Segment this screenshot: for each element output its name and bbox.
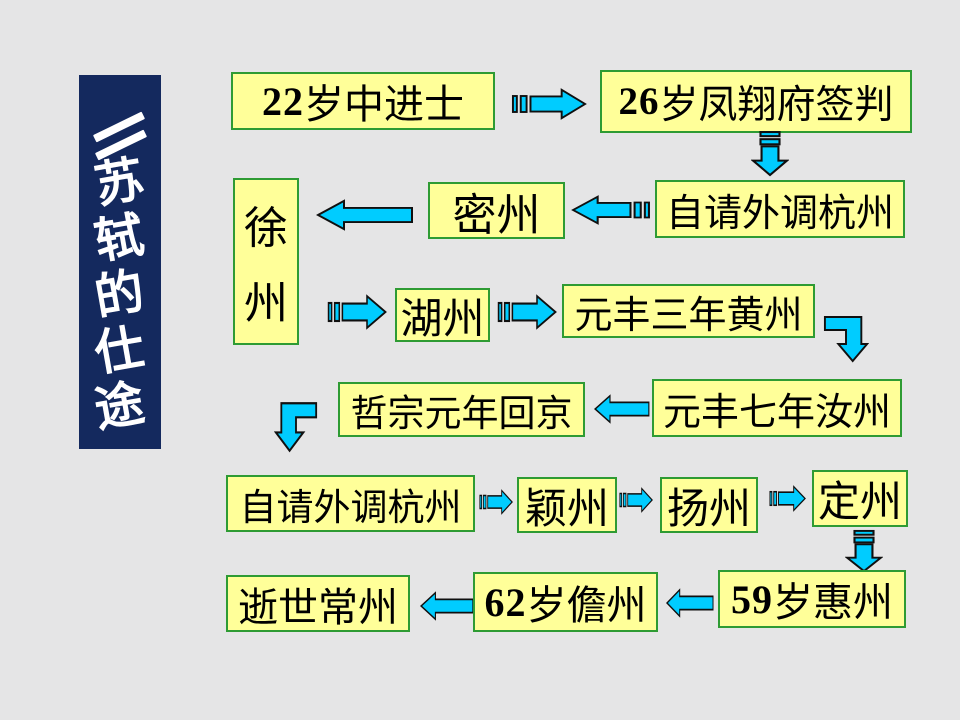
node-label: 逝世常州 [238, 584, 398, 630]
node-yangzhou: 扬州 [660, 477, 758, 533]
arrow-right-striped-icon [619, 487, 653, 513]
node-label: 徐 [244, 203, 288, 253]
title-banner: 苏 轼 的 仕 途 [79, 75, 161, 449]
arrow-left-striped-icon [571, 195, 651, 225]
page-title: 苏 轼 的 仕 途 [79, 152, 161, 438]
arrow-right-striped-icon [769, 485, 806, 512]
title-char: 苏 [91, 152, 149, 214]
arrow-elbow-right-down-icon [823, 314, 869, 364]
node-yingzhou: 颖州 [517, 477, 617, 533]
node-ruzhou: 元丰七年汝州 [652, 379, 902, 437]
node-age: 26 [618, 80, 660, 123]
node-hangzhou-1: 自请外调杭州 [655, 180, 905, 238]
title-char: 途 [91, 376, 149, 438]
arrow-elbow-left-down-icon [274, 400, 318, 454]
node-xuzhou: 徐 州 [233, 178, 299, 345]
node-label: 哲宗元年回京 [350, 393, 573, 435]
node-huangzhou: 元丰三年黄州 [562, 284, 815, 338]
arrow-right-striped-icon [479, 489, 513, 515]
arrow-right-striped-icon [497, 294, 557, 330]
node-label: 密州 [452, 190, 541, 240]
node-label: 自请外调杭州 [665, 192, 894, 235]
node-mizhou: 密州 [428, 182, 565, 240]
arrow-left-icon [666, 588, 714, 618]
node-label: 元丰七年汝州 [662, 391, 891, 434]
node-label: 岁凤翔府签判 [659, 83, 894, 127]
node-age: 22 [262, 78, 304, 124]
arrow-right-striped-icon [511, 88, 587, 120]
node-label: 岁儋州 [526, 583, 647, 628]
arrow-left-icon [420, 591, 474, 621]
node-label: 岁惠州 [773, 580, 893, 625]
node-huzhou: 湖州 [395, 288, 490, 343]
title-char: 仕 [91, 320, 149, 382]
title-char: 的 [91, 264, 149, 326]
node-label: 定州 [817, 480, 902, 526]
node-dingzhou: 定州 [812, 470, 908, 527]
arrow-down-striped-icon [751, 130, 789, 177]
node-label: 元丰三年黄州 [574, 294, 803, 337]
title-char: 轼 [91, 208, 149, 270]
node-label: 颖州 [524, 486, 609, 533]
node-label: 自请外调杭州 [239, 487, 462, 529]
node-huijing: 哲宗元年回京 [338, 382, 585, 437]
node-hangzhou-2: 自请外调杭州 [226, 475, 475, 532]
arrow-right-striped-icon [327, 294, 387, 330]
node-age: 62 [484, 579, 527, 625]
arrow-left-icon [594, 394, 650, 424]
node-changzhou: 逝世常州 [226, 575, 410, 632]
node-label: 扬州 [666, 486, 751, 533]
node-label: 州 [244, 279, 288, 329]
node-label: 湖州 [400, 296, 485, 343]
arrow-down-striped-icon [845, 529, 883, 573]
node-label: 岁中进士 [304, 82, 464, 127]
arrow-left-icon [316, 199, 414, 231]
node-age: 59 [731, 576, 773, 622]
